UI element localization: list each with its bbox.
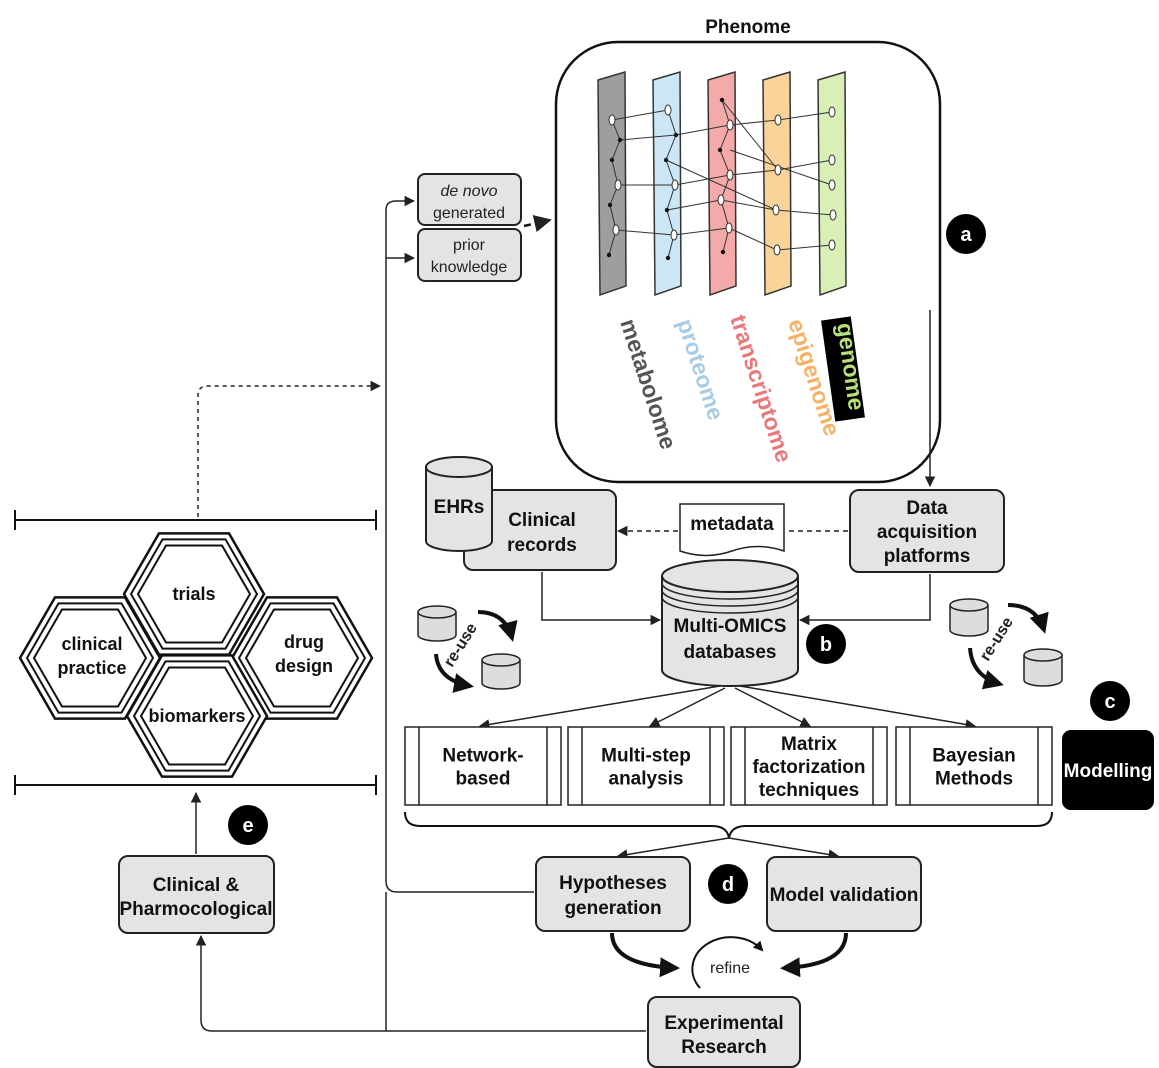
badge-d: [708, 864, 748, 904]
application-hexagons: [18, 532, 374, 778]
svg-text:Clinical &: Clinical &: [153, 875, 240, 896]
experimental-research-box: [647, 996, 801, 1068]
svg-text:c: c: [1104, 691, 1115, 713]
svg-text:clinical: clinical: [61, 634, 122, 654]
svg-text:records: records: [507, 535, 577, 556]
model-validation-box: [766, 856, 922, 932]
brace-to-hypotheses-arrow: [616, 837, 730, 860]
clinical-to-db-arrow: [541, 572, 662, 626]
data-acquisition-box: [849, 489, 1005, 573]
method-label: techniques: [759, 780, 859, 801]
svg-text:de novo: de novo: [441, 183, 498, 200]
ehr-database-icon: [425, 467, 493, 552]
badge-e: [228, 805, 268, 845]
clinical-practice-hexagon: [32, 608, 148, 708]
denovo-generated-box: [417, 173, 522, 226]
modelling-box: [1062, 730, 1154, 810]
svg-text:Pharmocological: Pharmocological: [119, 899, 272, 920]
svg-text:a: a: [960, 224, 972, 246]
svg-text:drug: drug: [284, 632, 324, 652]
svg-text:d: d: [722, 874, 734, 896]
clinical-pharma-box: [118, 855, 275, 934]
epigenome-plane: [762, 70, 792, 297]
brace-to-validation-arrow: [728, 837, 840, 860]
hypotheses-box: [535, 856, 691, 932]
method-label: Bayesian: [932, 746, 1015, 767]
refine-cycle: [691, 936, 764, 989]
trials-hexagon: [136, 544, 252, 644]
application-bars: [14, 510, 377, 795]
reuse-right-icon: [949, 598, 1063, 690]
svg-text:practice: practice: [57, 658, 126, 678]
trials-hexagon: [129, 538, 259, 650]
drug-design-hexagon: [244, 608, 360, 708]
modelling-label: Modelling: [1064, 761, 1153, 782]
svg-text:b: b: [820, 634, 832, 656]
methods-brace: [404, 811, 1053, 839]
reuse-left-icon: [417, 605, 521, 693]
svg-text:generation: generation: [564, 898, 661, 919]
method-label: Network-: [442, 746, 523, 767]
multi-omics-database: [661, 559, 799, 687]
method-label: analysis: [609, 769, 684, 790]
clinical-practice-hexagon: [25, 602, 155, 714]
svg-text:design: design: [275, 656, 333, 676]
biomarkers-hexagon: [125, 654, 269, 778]
method-box: [404, 726, 562, 806]
biomarkers-hexagon: [139, 666, 255, 766]
ehrs-label: EHRs: [434, 497, 485, 518]
svg-text:generated: generated: [433, 205, 505, 222]
metabolome-plane: [597, 70, 627, 297]
method-box: [567, 726, 725, 806]
method-label: Matrix: [781, 734, 837, 755]
inputs-to-phenome-arrow: [523, 215, 552, 233]
network-dots: [606, 97, 726, 261]
svg-text:Clinical: Clinical: [508, 510, 576, 531]
svg-text:e: e: [242, 815, 253, 837]
badge-a: [946, 214, 986, 254]
db-to-methods-arrows: [478, 685, 977, 730]
acquisition-to-db-arrow: [798, 574, 931, 626]
svg-text:platforms: platforms: [884, 546, 971, 567]
svg-text:Hypotheses: Hypotheses: [559, 873, 667, 894]
method-box: [895, 726, 1053, 806]
phenome-title: Phenome: [705, 17, 791, 38]
validation-to-refine-arrow: [780, 932, 848, 978]
drug-design-hexagon: [237, 602, 367, 714]
metadata-document: [679, 503, 785, 557]
method-box: [730, 726, 888, 806]
experimental-to-clinical-arrow: [195, 934, 646, 1032]
method-label: Multi-step: [601, 746, 691, 767]
badge-c: [1090, 681, 1130, 721]
svg-text:prior: prior: [453, 237, 486, 254]
network-nodes: [608, 104, 837, 256]
svg-text:Data: Data: [906, 498, 948, 519]
svg-text:acquisition: acquisition: [877, 522, 977, 543]
trials-label: trials: [172, 584, 215, 604]
svg-text:Experimental: Experimental: [664, 1013, 783, 1034]
clinical-practice-hexagon: [18, 596, 162, 720]
hypotheses-to-refine-arrow: [610, 932, 680, 978]
method-label: Methods: [935, 769, 1013, 790]
svg-text:Model validation: Model validation: [770, 885, 919, 906]
applications-feedback-arrow: [197, 380, 382, 517]
prior-knowledge-box: [417, 228, 522, 282]
transcriptome-plane: [707, 70, 737, 297]
method-label: factorization: [753, 757, 866, 778]
refine-label: refine: [710, 960, 750, 977]
svg-text:databases: databases: [684, 642, 777, 663]
hypotheses-feedback-arrow: [385, 195, 534, 893]
svg-text:Multi-OMICS: Multi-OMICS: [674, 616, 787, 637]
svg-text:Research: Research: [681, 1037, 767, 1058]
biomarkers-label: biomarkers: [148, 706, 245, 726]
badge-b: [806, 624, 846, 664]
svg-text:knowledge: knowledge: [431, 259, 508, 276]
biomarkers-hexagon: [132, 660, 262, 772]
svg-text:metadata: metadata: [690, 514, 774, 535]
method-label: based: [456, 769, 511, 790]
genome-label-bg: [821, 316, 865, 422]
